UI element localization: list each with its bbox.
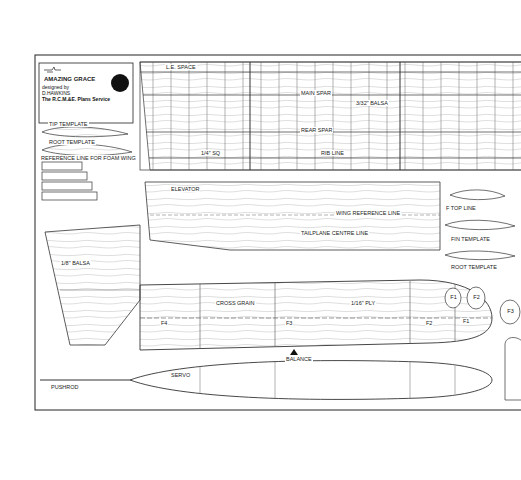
part-label: 1/8" BALSA (60, 260, 91, 266)
part-label: REAR SPAR (300, 127, 333, 133)
part-label: TAILPLANE CENTRE LINE (300, 230, 369, 236)
part-label: F4 (160, 320, 168, 326)
part-label: F2 (425, 320, 433, 326)
part-label: 3/32" BALSA (355, 100, 389, 106)
part-label: TIP TEMPLATE (48, 121, 89, 127)
part-label: REFERENCE LINE FOR FOAM WING (40, 155, 137, 161)
former-label: F3 (505, 308, 516, 314)
former-label: F2 (471, 294, 482, 300)
former-number: F1 (450, 294, 457, 300)
part-label: WING REFERENCE LINE (335, 210, 401, 216)
part-label: BALANCE (285, 356, 313, 362)
part-label: L.E. SPACE (165, 64, 197, 70)
plan-title: AMAZING GRACE (43, 76, 96, 83)
part-label: CROSS GRAIN (215, 300, 256, 306)
part-label: PUSHROD (50, 384, 80, 390)
part-label: RIB LINE (320, 150, 345, 156)
part-label: MAIN SPAR (300, 90, 332, 96)
title-block: designed byD.HAWKINSThe R.C.M.&E. Plans … (40, 84, 113, 102)
part-label: 1/4" SQ (200, 150, 221, 156)
former-number: F2 (473, 294, 480, 300)
part-label: SERVO (170, 372, 191, 378)
former-label: F1 (448, 294, 459, 300)
part-label: F1 (462, 318, 470, 324)
part-label: FIN TEMPLATE (450, 236, 491, 242)
part-label: ELEVATOR (170, 186, 200, 192)
title-text: The R.C.M.&E. Plans Service (42, 96, 111, 102)
title-text: D.HAWKINS (42, 90, 111, 96)
part-label: F TOP LINE (445, 205, 477, 211)
part-label: ROOT TEMPLATE (48, 139, 96, 145)
title-text: designed by (42, 84, 111, 90)
former-number: F3 (507, 308, 514, 314)
part-label: ROOT TEMPLATE (450, 264, 498, 270)
part-label: F3 (285, 320, 293, 326)
part-label: 1/16" PLY (350, 300, 376, 306)
